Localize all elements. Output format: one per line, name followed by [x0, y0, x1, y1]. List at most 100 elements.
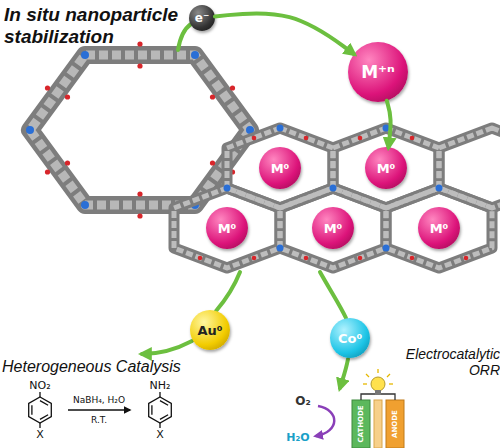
nitrogen-atom: [277, 125, 284, 132]
nitrogen-atom: [81, 51, 89, 59]
nitrogen-atom: [277, 245, 284, 252]
reaction-arrow: [68, 409, 130, 410]
gold-nanoparticle: Au⁰: [190, 310, 230, 350]
process-arrow: [216, 272, 240, 311]
oxygen-atom: [410, 256, 415, 261]
nitrogen-atom: [383, 245, 390, 252]
functional-group: NO₂: [29, 380, 50, 393]
node-label: M⁰: [218, 222, 237, 235]
double-bond: [160, 415, 168, 420]
process-arrow: [178, 24, 191, 50]
circuit-wire: [361, 394, 375, 400]
aniline-structure: [149, 392, 172, 428]
node-label: M⁺ⁿ: [361, 64, 395, 81]
framework-pore: [333, 128, 439, 208]
reduction-arrow: [316, 406, 334, 436]
anode-plate: [386, 400, 404, 448]
oxygen-atom: [210, 94, 215, 99]
bulb-ray: [377, 369, 378, 373]
single-bond: [39, 423, 40, 428]
nitrogen-atom: [330, 185, 337, 192]
double-bond: [160, 401, 168, 406]
bulb-ray: [366, 374, 369, 377]
species-label: O₂: [295, 395, 310, 409]
node-label: M⁰: [271, 162, 290, 175]
single-bond: [159, 423, 160, 428]
framework-pore: [439, 128, 500, 208]
bulb-ray: [389, 383, 393, 384]
reagent-label: NaBH₄, H₂O: [73, 395, 125, 405]
nitrogen-atom: [383, 125, 390, 132]
process-arrow: [340, 359, 348, 388]
framework-sheet: [174, 128, 500, 268]
nitroarene-structure: [29, 392, 52, 428]
framework-pore: [174, 188, 280, 268]
metal-nanoparticle: M⁰: [312, 207, 354, 249]
electrode-label: ANODE: [391, 410, 399, 438]
oxygen-atom: [210, 160, 215, 165]
framework-atoms: [198, 125, 469, 261]
oxygen-atom: [65, 94, 70, 99]
framework-pore: [386, 188, 492, 268]
oxygen-atom: [230, 85, 235, 90]
oxygen-atom: [252, 256, 257, 261]
oxygen-atom: [304, 256, 309, 261]
oxygen-atom: [252, 136, 257, 141]
nitrogen-atom: [224, 185, 231, 192]
species-label: H₂O: [286, 432, 309, 445]
section-heading: Heterogeneous Catalysis: [2, 358, 181, 376]
node-label: Co⁰: [338, 332, 362, 345]
node-label: e⁻: [195, 12, 209, 24]
oxygen-atom: [45, 85, 50, 90]
process-arrow: [387, 101, 391, 147]
bulb-ray: [363, 383, 367, 384]
framework-pore: [280, 188, 386, 268]
membrane: [374, 400, 382, 448]
nitrogen-atom: [191, 51, 199, 59]
oxygen-atom: [304, 136, 309, 141]
process-arrow: [320, 272, 346, 318]
process-arrow: [215, 13, 354, 54]
condition-label: R.T.: [91, 415, 107, 425]
oxygen-atom: [137, 41, 142, 46]
electrode-label: CATHODE: [357, 405, 365, 442]
double-bond: [151, 405, 152, 414]
process-arrow: [142, 341, 192, 354]
framework-rings: [30, 55, 250, 205]
framework-pore: [227, 128, 333, 208]
oxygen-atom: [464, 256, 469, 261]
double-bond: [31, 405, 32, 414]
cobalt-nanoparticle: Co⁰: [330, 318, 370, 358]
double-bond: [40, 415, 48, 420]
section-heading: Electrocatalytic ORR: [398, 346, 500, 378]
substituent-label: X: [36, 429, 44, 442]
single-bond: [159, 392, 160, 397]
nitrogen-atom: [436, 185, 443, 192]
metal-nanoparticle: M⁰: [418, 207, 460, 249]
double-bond: [40, 401, 48, 406]
benzene-ring: [149, 397, 172, 423]
nitrogen-atom: [26, 126, 34, 134]
node-label: M⁰: [377, 162, 396, 175]
circuit-wire: [381, 394, 395, 400]
substituent-label: X: [156, 429, 164, 442]
bulb-base: [375, 390, 381, 395]
framework-pore: [333, 128, 439, 208]
oxygen-atom: [137, 213, 142, 218]
functional-group: NH₂: [150, 380, 171, 393]
oxygen-atom: [137, 63, 142, 68]
oxygen-atom: [358, 136, 363, 141]
oxygen-atom: [198, 256, 203, 261]
bulb-rays: [363, 369, 393, 384]
oxygen-atom: [410, 136, 415, 141]
node-label: M⁰: [324, 222, 343, 235]
oxygen-atom: [358, 256, 363, 261]
single-bond: [39, 392, 40, 397]
nitrogen-atom: [81, 201, 89, 209]
electron-sphere: e⁻: [189, 5, 215, 31]
node-label: M⁰: [430, 222, 449, 235]
benzene-ring: [29, 397, 52, 423]
